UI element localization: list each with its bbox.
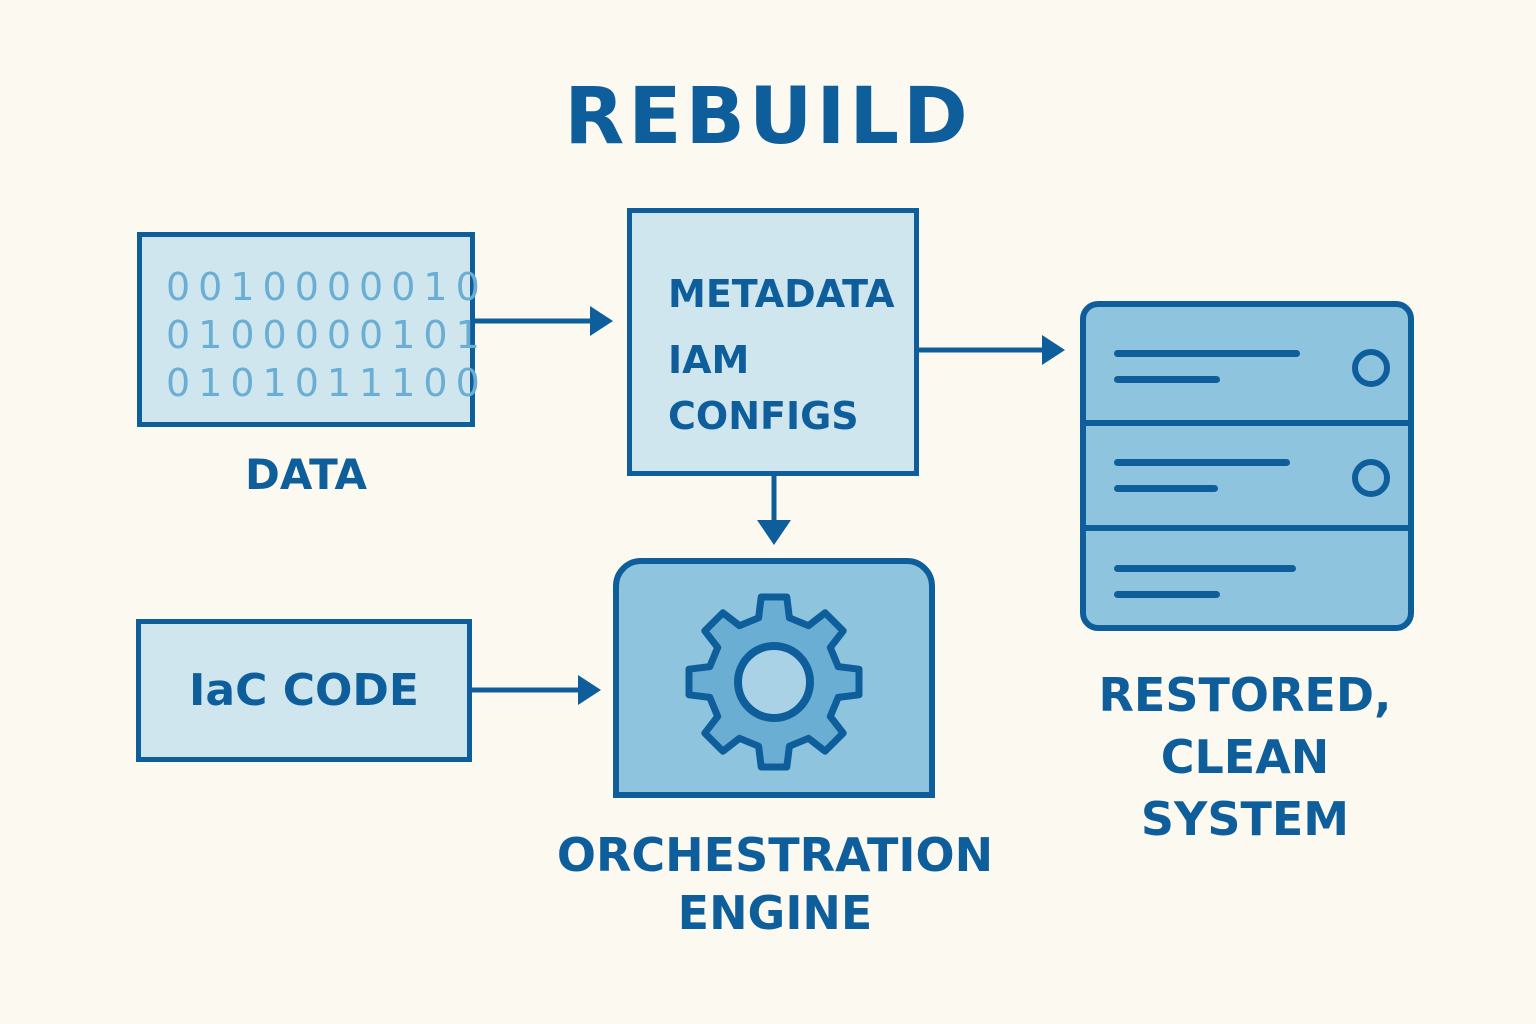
restored-label-line: SYSTEM xyxy=(1140,792,1350,846)
shelf-line xyxy=(1114,591,1220,598)
iac-code-label: IaC CODE xyxy=(189,665,419,716)
data-label: DATA xyxy=(244,450,367,499)
orchestration-label: ORCHESTRATION ENGINE xyxy=(540,826,1010,942)
shelf-divider xyxy=(1086,420,1408,426)
shelf-line xyxy=(1114,485,1218,492)
diagram-title: REBUILD xyxy=(564,72,972,162)
arrow-metadata-to-orchestration xyxy=(757,476,791,545)
status-led-icon xyxy=(1352,349,1390,387)
iam-line: IAM xyxy=(668,338,750,382)
orchestration-node xyxy=(613,558,935,798)
shelf-line xyxy=(1114,350,1300,357)
configs-line: CONFIGS xyxy=(668,394,859,438)
orchestration-label-line: ORCHESTRATION xyxy=(556,828,994,882)
shelf-line xyxy=(1114,376,1220,383)
server-rack-icon xyxy=(1080,301,1414,631)
arrow-iac-to-orchestration xyxy=(472,675,601,705)
status-led-icon xyxy=(1352,459,1390,497)
binary-line: 0101011100 xyxy=(166,361,488,405)
orchestration-label-line: ENGINE xyxy=(677,886,873,940)
gear-icon xyxy=(685,593,863,771)
arrow-metadata-to-restored xyxy=(919,335,1065,365)
shelf-line xyxy=(1114,459,1290,466)
restored-label-line: RESTORED, xyxy=(1098,668,1392,722)
metadata-node: METADATA IAM CONFIGS xyxy=(627,208,919,476)
shelf-divider xyxy=(1086,525,1408,531)
binary-line: 0010000010 xyxy=(166,265,488,309)
data-node: 0010000010 0100000101 0101011100 xyxy=(137,232,488,427)
binary-line: 0100000101 xyxy=(166,313,488,357)
restored-label-line: CLEAN xyxy=(1160,730,1330,784)
restored-system-label: RESTORED, CLEAN SYSTEM xyxy=(1060,664,1430,850)
shelf-line xyxy=(1114,565,1296,572)
arrow-data-to-metadata xyxy=(475,306,613,336)
metadata-line: METADATA xyxy=(668,272,895,316)
iac-code-node: IaC CODE xyxy=(136,619,472,762)
